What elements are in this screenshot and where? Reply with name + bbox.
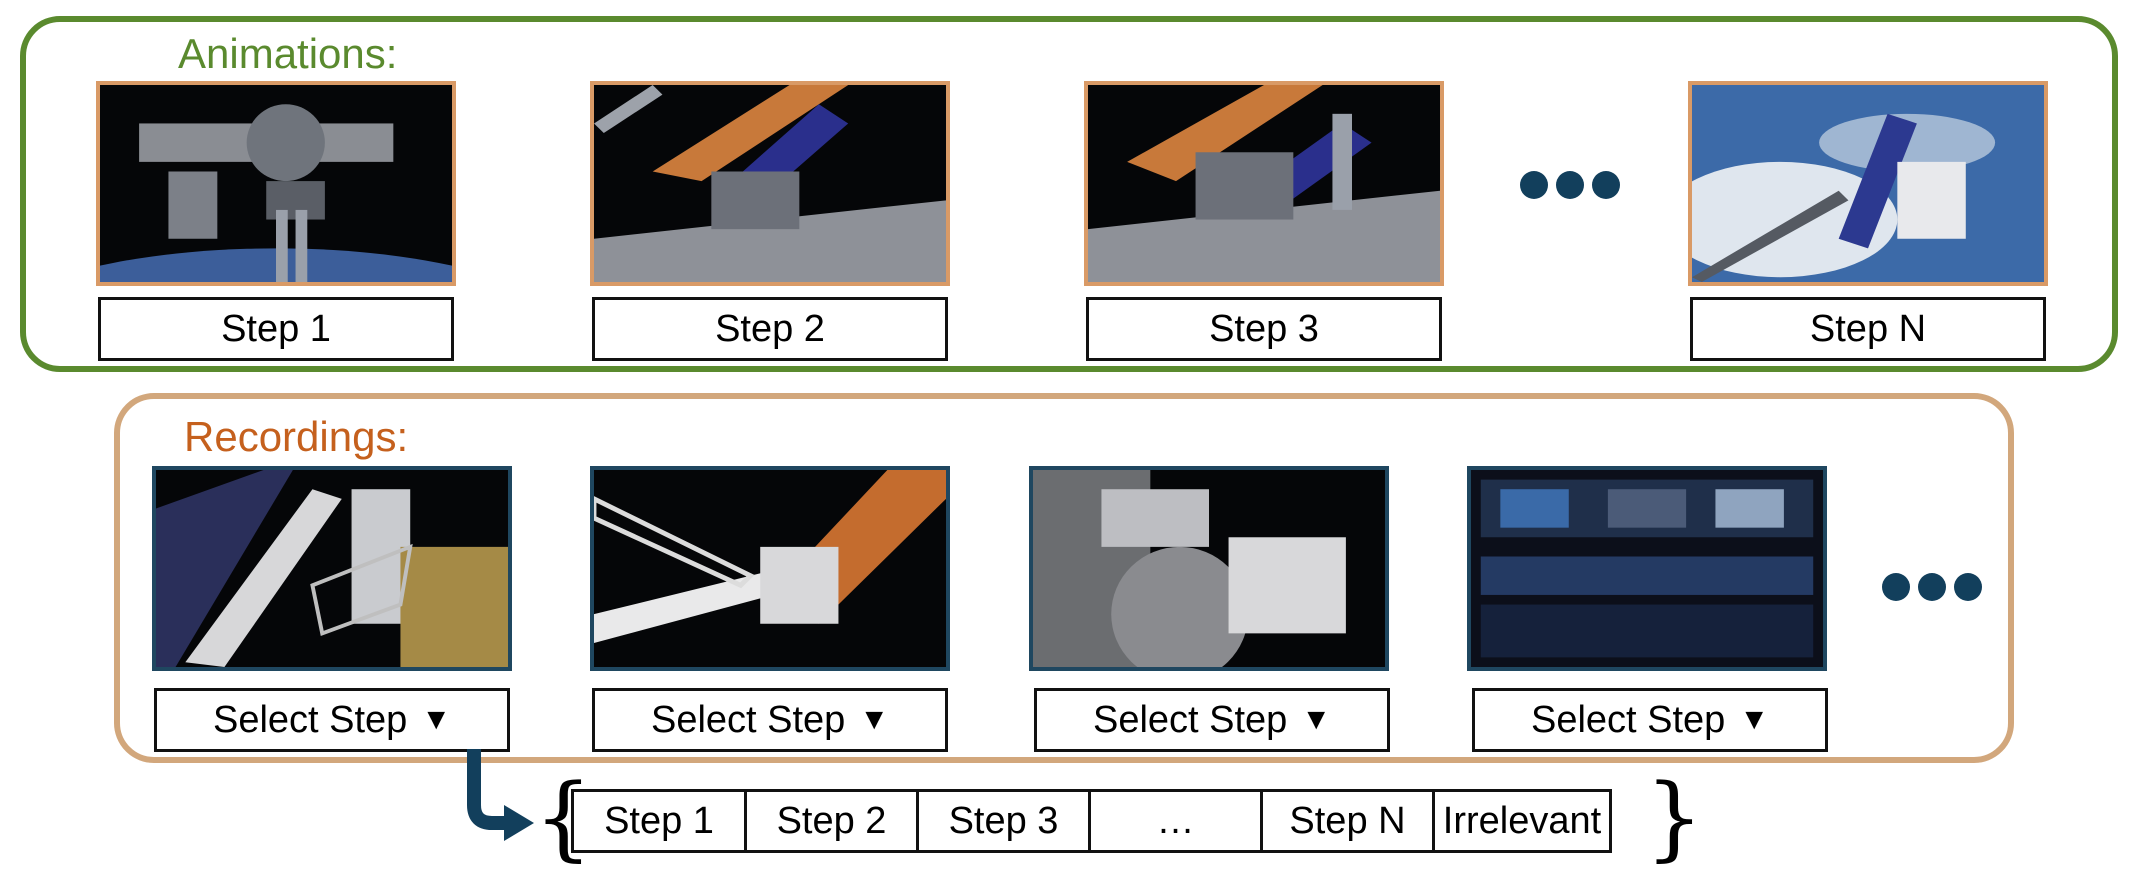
dropdown-caret-icon: ▼	[859, 703, 890, 736]
animation-thumbnail-1[interactable]	[96, 81, 456, 286]
ellipsis-dots-icon	[1882, 573, 1982, 601]
recordings-title: Recordings:	[184, 413, 409, 460]
step-options-list: Step 1 Step 2 Step 3 … Step N Irrelevant	[571, 789, 1612, 853]
animations-title: Animations:	[178, 30, 398, 77]
animation-thumbnail-3[interactable]	[1084, 81, 1444, 286]
select-step-label: Select Step	[212, 698, 408, 741]
recordings-panel	[114, 393, 2014, 763]
select-step-label: Select Step	[1530, 698, 1726, 741]
dropdown-caret-icon: ▼	[421, 703, 452, 736]
step-option[interactable]: Step 1	[574, 792, 747, 850]
animation-step-label: Step N	[1690, 297, 2046, 361]
recording-thumbnail-4[interactable]	[1467, 466, 1827, 671]
ellipsis-dots-icon	[1520, 171, 1620, 199]
select-step-dropdown[interactable]: Select Step ▼	[154, 688, 510, 752]
select-step-dropdown[interactable]: Select Step ▼	[1472, 688, 1828, 752]
arrow-icon	[467, 749, 534, 841]
animations-panel	[20, 16, 2118, 372]
animation-step-label: Step 2	[592, 297, 948, 361]
recording-thumbnail-2[interactable]	[590, 466, 950, 671]
select-step-label: Select Step	[650, 698, 846, 741]
animation-thumbnail-2[interactable]	[590, 81, 950, 286]
select-step-label: Select Step	[1092, 698, 1288, 741]
step-option[interactable]: …	[1091, 792, 1263, 850]
step-option[interactable]: Step 2	[747, 792, 919, 850]
recording-thumbnail-1[interactable]	[152, 466, 512, 671]
animation-step-label: Step 3	[1086, 297, 1442, 361]
animation-step-label: Step 1	[98, 297, 454, 361]
animation-thumbnail-4[interactable]	[1688, 81, 2048, 286]
select-step-dropdown[interactable]: Select Step ▼	[1034, 688, 1390, 752]
step-option[interactable]: Step 3	[919, 792, 1091, 850]
select-step-dropdown[interactable]: Select Step ▼	[592, 688, 948, 752]
step-option[interactable]: Step N	[1263, 792, 1435, 850]
close-brace: }	[1645, 764, 1704, 871]
open-brace: {	[534, 764, 593, 871]
dropdown-caret-icon: ▼	[1739, 703, 1770, 736]
step-option[interactable]: Irrelevant	[1442, 799, 1602, 842]
recording-thumbnail-3[interactable]	[1029, 466, 1389, 671]
dropdown-caret-icon: ▼	[1301, 703, 1332, 736]
